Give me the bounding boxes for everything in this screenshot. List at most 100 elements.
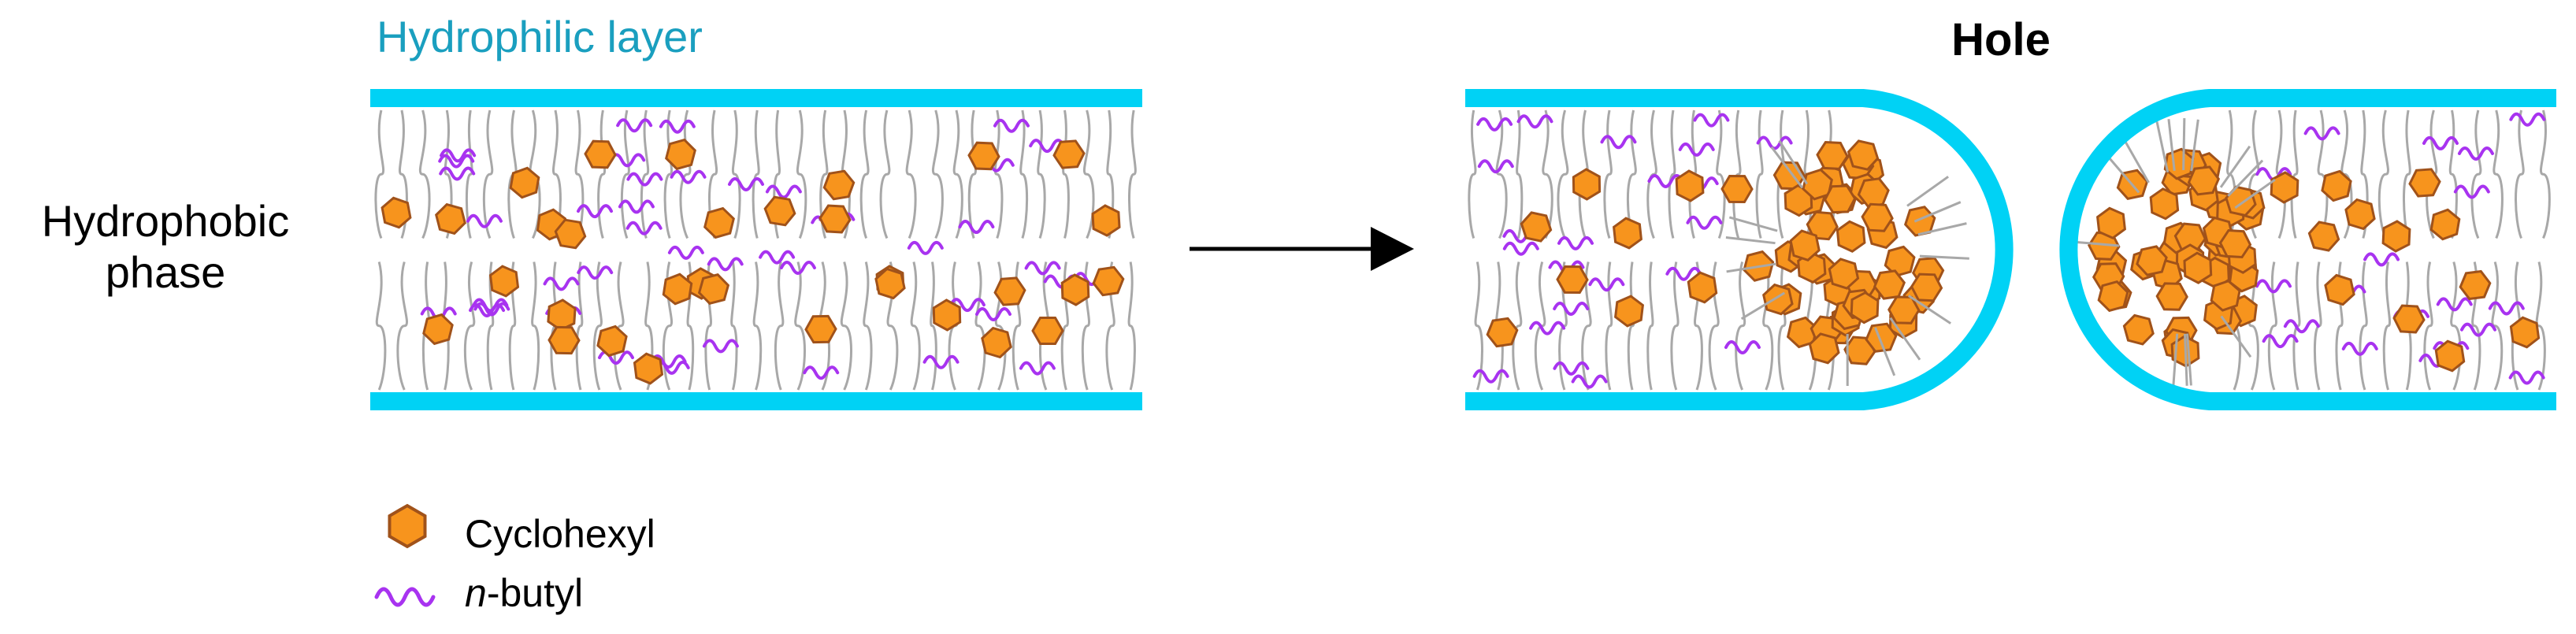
- cyclohexyl-hexagon: [1675, 169, 1705, 202]
- wavy-line-icon: [374, 587, 436, 607]
- alkyl-chain: [794, 261, 807, 391]
- butyl-chain: [2262, 334, 2299, 349]
- cyclohexyl-hexagon: [380, 196, 412, 229]
- butyl-chain: [1756, 135, 1793, 150]
- butyl-chain: [2283, 319, 2320, 334]
- cyclohexyl-hexagon: [584, 139, 617, 169]
- cyclohexyl-hexagon: [2509, 316, 2541, 349]
- cyclohexyl-hexagon: [1789, 229, 1821, 261]
- cyclohexyl-hexagon: [1060, 273, 1090, 306]
- alkyl-chain: [2122, 138, 2150, 184]
- cyclohexyl-hexagon: [2096, 206, 2126, 239]
- butyl-chain: [667, 245, 704, 260]
- butyl-chain: [1476, 117, 1513, 132]
- butyl-chain: [907, 240, 944, 255]
- cyclohexyl-hexagon: [554, 218, 587, 250]
- butyl-chain: [1557, 235, 1594, 250]
- butyl-chain: [473, 302, 510, 317]
- cyclohexyl-hexagon: [2344, 198, 2376, 231]
- cyclohexyl-hexagon: [1847, 139, 1880, 171]
- alkyl-chain: [1716, 109, 1726, 239]
- alkyl-chain: [2382, 261, 2392, 391]
- cyclohexyl-hexagon: [2434, 339, 2466, 373]
- alkyl-chain: [2184, 333, 2188, 386]
- cyclohexyl-hexagon: [2408, 168, 2441, 198]
- alkyl-chain: [418, 109, 431, 239]
- butyl-chain: [1678, 142, 1715, 157]
- alkyl-chain: [1019, 109, 1029, 239]
- alkyl-chain: [2155, 121, 2170, 173]
- flat-bilayer: [370, 89, 1142, 410]
- alkyl-chain: [1874, 327, 1896, 376]
- cyclohexyl-hexagon: [435, 202, 466, 235]
- cyclohexyl-hexagon: [547, 325, 581, 355]
- bottom-hydrophilic-layer: [370, 392, 1142, 410]
- cyclohexyl-hexagon: [818, 204, 852, 234]
- butyl-chain: [577, 204, 614, 219]
- cyclohexyl-hexagon: [2183, 251, 2213, 284]
- cyclohexyl-hexagon: [1828, 258, 1860, 290]
- cyclohexyl-hexagon: [1091, 204, 1121, 237]
- cyclohexyl-hexagon: [1613, 217, 1642, 250]
- alkyl-chain: [905, 109, 917, 239]
- alkyl-chain: [2492, 109, 2504, 239]
- legend-butyl-suffix: -butyl: [487, 571, 583, 615]
- alkyl-chain: [1906, 176, 1949, 207]
- cyclohexyl-hexagon: [1823, 184, 1857, 214]
- alkyl-chain: [574, 109, 585, 239]
- left-rim-hydrophilic-layer: [1465, 89, 2014, 410]
- alkyl-chain: [2186, 333, 2192, 386]
- cyclohexyl-hexagon: [1614, 295, 1644, 328]
- bilayer-with-hole: [1465, 89, 2556, 410]
- butyl-chain: [439, 166, 476, 181]
- alkyl-chain: [796, 109, 807, 239]
- alkyl-chain: [1581, 261, 1592, 391]
- cyclohexyl-hexagon: [596, 324, 628, 358]
- alkyl-chain: [679, 109, 692, 239]
- cyclohexyl-hexagon: [763, 195, 796, 227]
- hydrophobic-phase-label-line1: Hydrophobic: [42, 196, 289, 246]
- alkyl-chain: [840, 261, 853, 391]
- legend: Cyclohexyl n-butyl: [374, 503, 655, 615]
- butyl-chain: [659, 119, 696, 134]
- alkyl-chain: [2491, 261, 2504, 391]
- butyl-chain: [1686, 215, 1723, 230]
- cyclohexyl-hexagon: [1835, 220, 1866, 253]
- butyl-chain: [728, 177, 765, 191]
- alkyl-chain: [774, 261, 785, 391]
- alkyl-chain: [1770, 146, 1804, 189]
- alkyl-chain: [531, 261, 540, 391]
- butyl-chain: [616, 118, 653, 133]
- butyl-chain: [1472, 369, 1509, 384]
- alkyl-chain: [375, 261, 387, 391]
- cyclohexyl-hexagon: [1861, 202, 1894, 232]
- cyclohexyl-hexagon: [1520, 211, 1553, 243]
- butyl-chain: [2460, 322, 2497, 337]
- butyl-chain: [759, 250, 796, 265]
- alkyl-chain: [2219, 145, 2251, 188]
- alkyl-chain: [910, 261, 921, 391]
- butyl-chain: [1665, 266, 1702, 281]
- butyl-chain: [1553, 302, 1590, 316]
- alkyl-chain: [2267, 261, 2277, 391]
- alkyl-chain: [613, 261, 625, 391]
- butyl-chain: [1553, 361, 1590, 376]
- cyclohexyl-hexagon: [2381, 220, 2411, 253]
- cyclohexyl-hexagon: [1031, 317, 1064, 345]
- butyl-chain: [765, 184, 802, 199]
- butyl-chain: [922, 354, 960, 369]
- alkyl-chain: [597, 109, 607, 239]
- butyl-chain: [1724, 340, 1761, 354]
- butyl-chain: [2509, 112, 2546, 127]
- alkyl-chain: [731, 109, 741, 239]
- butyl-chain: [2508, 370, 2545, 385]
- alkyl-chain: [1778, 139, 1809, 185]
- alkyl-chain: [1468, 109, 1477, 239]
- alkyl-chain: [1908, 295, 1951, 324]
- cyclohexyl-hexagon: [1802, 168, 1833, 201]
- alkyl-chain: [2292, 261, 2301, 391]
- cyclohexyl-hexagon: [703, 206, 735, 239]
- cyclohexyl-hexagon: [2270, 171, 2299, 204]
- butyl-chain: [466, 213, 503, 228]
